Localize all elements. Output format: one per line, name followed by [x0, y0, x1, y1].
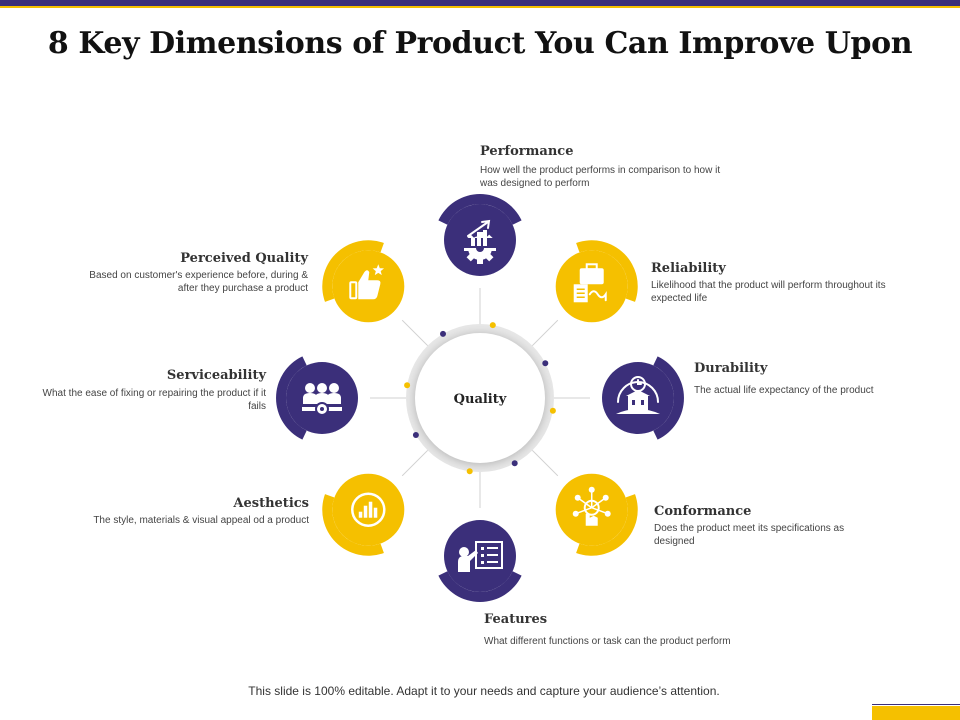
aesthetics-description: The style, materials & visual appeal od …: [93, 515, 309, 526]
node-circle: [332, 473, 405, 546]
label-serviceability: Serviceability What the ease of fixing o…: [26, 368, 266, 413]
hub-dot: [404, 382, 411, 389]
node-arc: [576, 240, 638, 302]
connector-line: [531, 449, 559, 477]
team-gear-icon: [302, 383, 342, 416]
node-serviceability: [276, 356, 358, 440]
footer-note: This slide is 100% editable. Adapt it to…: [248, 684, 720, 698]
hub-label: Quality: [454, 392, 507, 407]
serviceability-description: What the ease of fixing or repairing the…: [42, 388, 266, 412]
hub-dot: [466, 468, 473, 475]
connector-line: [401, 319, 429, 347]
hub-dot: [440, 330, 446, 337]
node-arc: [438, 194, 522, 225]
slide-title: 8 Key Dimensions of Product You Can Impr…: [47, 26, 913, 61]
node-performance: [438, 194, 522, 276]
corner-accent-line: [872, 704, 960, 705]
features-title: Features: [484, 612, 548, 627]
label-aesthetics: Aesthetics The style, materials & visual…: [50, 496, 309, 527]
label-performance: Performance How well the product perform…: [480, 144, 740, 190]
node-arc: [322, 240, 384, 302]
node-features: [438, 520, 522, 602]
reliability-description: Likelihood that the product will perform…: [651, 280, 886, 304]
node-perceived-quality: [322, 240, 405, 323]
clock-building-icon: [616, 376, 660, 414]
node-arc: [438, 571, 522, 602]
briefcase-document-icon: [573, 263, 607, 303]
hand-network-icon: [572, 486, 611, 526]
hub-dot: [542, 360, 549, 367]
gear-growth-icon: [464, 219, 496, 264]
hub-dot: [412, 432, 419, 438]
label-reliability: Reliability Likelihood that the product …: [651, 261, 896, 305]
hub-circle: [415, 333, 545, 463]
hub-dot: [549, 407, 556, 414]
top-accent-line: [0, 6, 960, 8]
reliability-title: Reliability: [651, 261, 726, 276]
label-features: Features What different functions or tas…: [484, 612, 784, 648]
connector-line: [531, 319, 559, 347]
node-aesthetics: [322, 473, 405, 556]
label-perceived-quality: Perceived Quality Based on customer's ex…: [70, 251, 308, 295]
top-accent-bar: [0, 0, 960, 6]
node-circle: [555, 473, 628, 546]
node-circle: [555, 250, 628, 323]
hub-dot: [489, 322, 496, 329]
node-arc: [576, 494, 638, 556]
conformance-description: Does the product meet its specifications…: [654, 523, 845, 547]
node-arc: [322, 494, 384, 556]
features-description: What different functions or task can the…: [484, 636, 731, 647]
label-durability: Durability The actual life expectancy of…: [694, 361, 924, 397]
connector-line: [401, 449, 429, 477]
durability-description: The actual life expectancy of the produc…: [694, 385, 874, 396]
conformance-title: Conformance: [654, 504, 752, 519]
node-arc: [276, 356, 307, 440]
thumbs-up-star-icon: [349, 264, 384, 300]
node-circle: [444, 520, 516, 592]
node-durability: [602, 356, 684, 440]
corner-accent-bar: [872, 706, 960, 720]
bar-chart-icon: [351, 492, 386, 527]
hub-dot: [511, 460, 518, 467]
durability-title: Durability: [694, 361, 768, 376]
node-arc: [653, 356, 684, 440]
performance-title: Performance: [480, 144, 574, 159]
node-reliability: [555, 240, 638, 323]
perceived-quality-title: Perceived Quality: [180, 251, 308, 266]
performance-description: How well the product performs in compari…: [480, 165, 721, 189]
label-conformance: Conformance Does the product meet its sp…: [654, 504, 884, 548]
presenter-list-icon: [458, 541, 503, 572]
serviceability-title: Serviceability: [166, 368, 266, 383]
aesthetics-title: Aesthetics: [233, 496, 309, 511]
perceived-quality-description: Based on customer's experience before, d…: [89, 270, 308, 294]
node-conformance: [555, 473, 638, 556]
